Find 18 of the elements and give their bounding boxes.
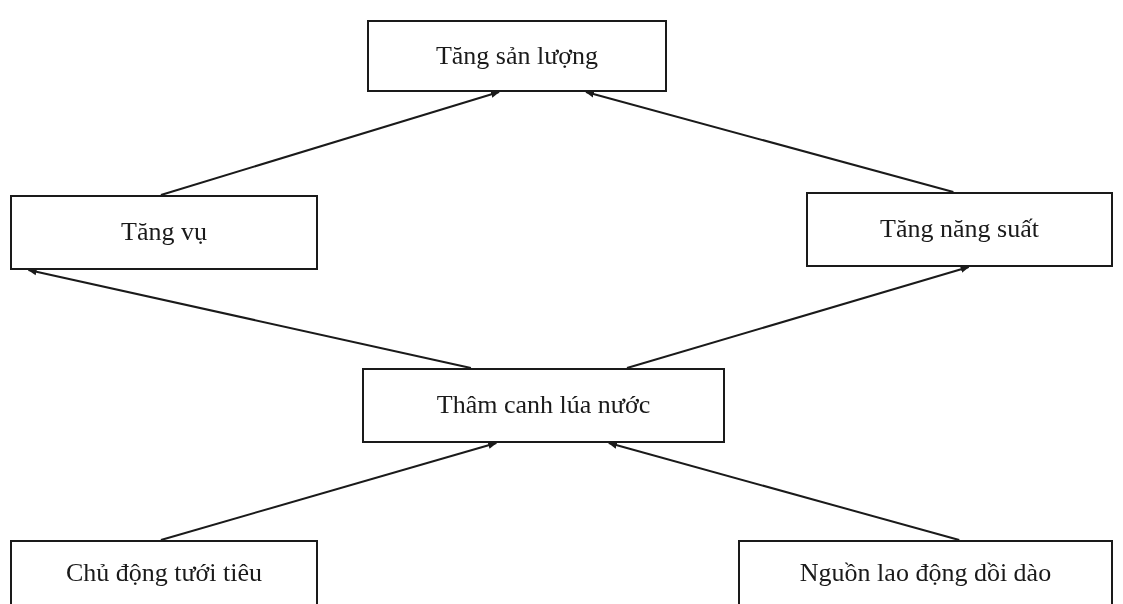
- box-label: Tăng sản lượng: [435, 39, 599, 72]
- arrow: [27, 268, 472, 369]
- arrow: [585, 90, 955, 193]
- arrow: [159, 90, 500, 196]
- process-box: [362, 368, 725, 443]
- process-box: [738, 540, 1113, 604]
- box-label: Tăng năng suất: [880, 213, 1039, 246]
- process-box: [10, 540, 318, 604]
- process-box: [367, 20, 667, 92]
- box-label: Nguồn lao động dồi dào: [799, 556, 1052, 589]
- arrow: [159, 441, 498, 541]
- process-box: [10, 195, 318, 270]
- arrow: [626, 265, 970, 369]
- arrow: [607, 441, 961, 541]
- box-label: Chủ động tưới tiêu: [65, 556, 263, 589]
- box-label: Tăng vụ: [121, 216, 207, 249]
- process-box: [806, 192, 1113, 267]
- box-label: Thâm canh lúa nước: [436, 389, 651, 422]
